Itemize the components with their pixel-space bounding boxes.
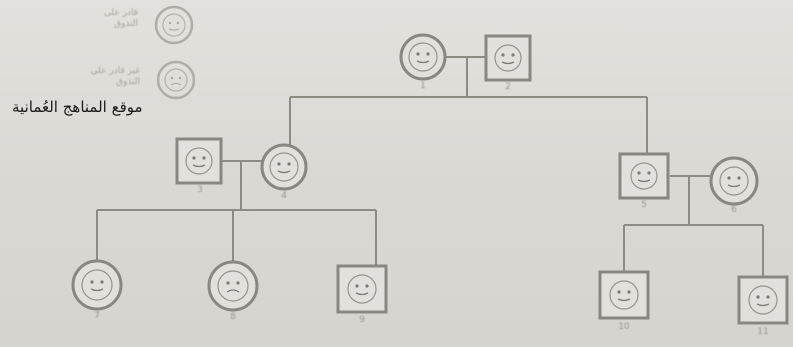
- individual-4-female: [260, 143, 308, 191]
- label-individual-8: 8: [230, 312, 236, 322]
- legend-non-taster-label: غير قادر على التذوق: [90, 66, 140, 87]
- label-individual-6: 6: [731, 205, 737, 215]
- individual-7-female: [71, 259, 123, 311]
- individual-2-male: [484, 34, 532, 82]
- individual-8-female: [207, 260, 259, 312]
- label-individual-2: 2: [505, 82, 511, 92]
- label-individual-4: 4: [281, 191, 287, 201]
- pedigree-lines: [96, 56, 764, 277]
- label-individual-5: 5: [641, 200, 647, 210]
- legend-symbol-taster: [154, 5, 194, 45]
- individual-6-female: [709, 156, 759, 206]
- individual-5-male: [618, 152, 670, 200]
- label-individual-9: 9: [359, 315, 365, 325]
- individual-11-male: [737, 275, 789, 325]
- legend-symbol-non-taster: [156, 60, 196, 100]
- individual-3-male: [175, 137, 223, 185]
- legend-taster-label: قادر على التذوق: [103, 8, 138, 29]
- watermark-text: موقع المناهج العُمانية: [12, 98, 143, 116]
- label-individual-1: 1: [420, 81, 426, 91]
- label-individual-7: 7: [94, 311, 100, 321]
- individual-9-male: [336, 264, 388, 314]
- label-individual-3: 3: [197, 185, 203, 195]
- label-individual-11: 11: [757, 327, 769, 337]
- individual-10-male: [598, 270, 650, 320]
- label-individual-10: 10: [618, 322, 630, 332]
- individual-1-female: [399, 33, 447, 81]
